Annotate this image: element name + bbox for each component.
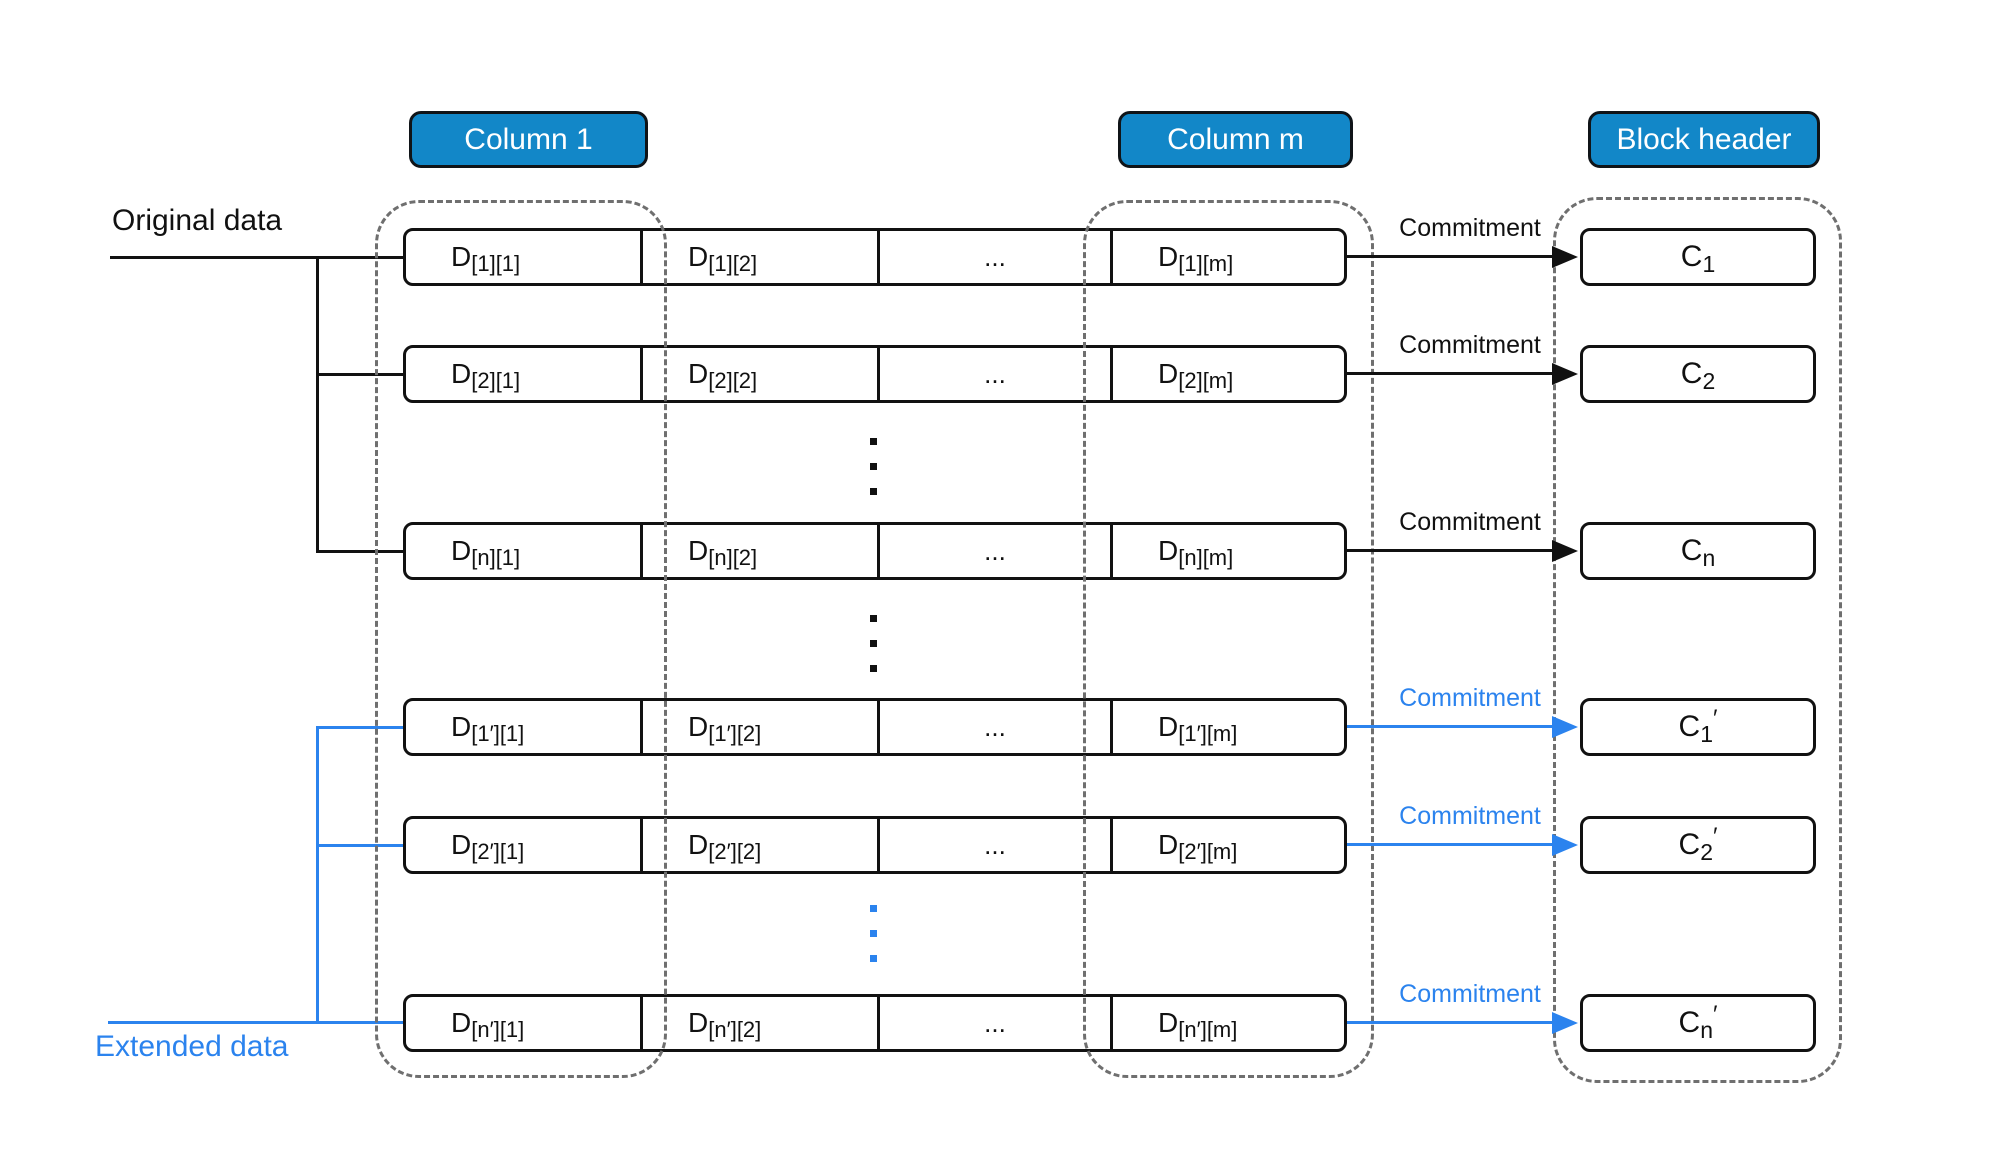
cell-d-1p-2: D[1′][2] bbox=[643, 701, 880, 753]
data-row-n: D[n][1] D[n][2] ... D[n][m] bbox=[403, 522, 1347, 580]
block-header-badge: Block header bbox=[1588, 111, 1820, 168]
column-m-badge-label: Column m bbox=[1167, 122, 1304, 156]
cell-d-2p-m: D[2′][m] bbox=[1158, 829, 1238, 864]
data-row-n-prime: D[n′][1] D[n′][2] ... D[n′][m] bbox=[403, 994, 1347, 1052]
commitment-arrow-1p bbox=[1347, 725, 1554, 728]
column-m-dashed-outline bbox=[1083, 200, 1374, 1078]
cell-d-1p-m: D[1′][m] bbox=[1158, 711, 1238, 746]
column-1-badge-label: Column 1 bbox=[464, 122, 593, 156]
cell-d-2-1: D[2][1] bbox=[406, 348, 643, 400]
column-1-badge: Column 1 bbox=[409, 111, 648, 168]
extended-data-trunk-line bbox=[108, 1021, 403, 1024]
column-m-badge: Column m bbox=[1118, 111, 1353, 168]
commitment-arrow-2 bbox=[1347, 372, 1554, 375]
commitment-arrow-np bbox=[1347, 1021, 1554, 1024]
commitment-arrow-n bbox=[1347, 549, 1554, 552]
commitment-label-2: Commitment bbox=[1399, 331, 1541, 359]
commitment-label-n: Commitment bbox=[1399, 508, 1541, 536]
extended-data-branch-vertical bbox=[316, 726, 319, 1024]
original-data-branch-rown bbox=[316, 550, 403, 553]
extended-data-branch-row2p bbox=[316, 844, 403, 847]
cell-d-n-2: D[n][2] bbox=[643, 525, 880, 577]
cell-d-n-m: D[n][m] bbox=[1158, 535, 1234, 570]
cell-d-2-m: D[2][m] bbox=[1158, 358, 1234, 393]
cell-d-1-1: D[1][1] bbox=[406, 231, 643, 283]
commitment-arrowhead-n bbox=[1552, 540, 1578, 562]
cell-d-n-1: D[n][1] bbox=[406, 525, 643, 577]
cell-d-1-ellipsis: ... bbox=[880, 231, 1113, 283]
cell-d-2p-ellipsis: ... bbox=[880, 819, 1113, 871]
cell-d-1p-ellipsis: ... bbox=[880, 701, 1113, 753]
extended-data-label: Extended data bbox=[95, 1030, 289, 1063]
commitment-arrowhead-1 bbox=[1552, 246, 1578, 268]
original-data-branch-vertical bbox=[316, 256, 319, 553]
commitment-arrow-1 bbox=[1347, 255, 1554, 258]
commitment-label-np: Commitment bbox=[1399, 980, 1541, 1008]
cell-d-2p-2: D[2′][2] bbox=[643, 819, 880, 871]
ellipsis-dots-extended bbox=[870, 905, 877, 962]
commitment-label-2p: Commitment bbox=[1399, 802, 1541, 830]
original-data-label: Original data bbox=[112, 204, 283, 237]
commitment-label-1p: Commitment bbox=[1399, 684, 1541, 712]
cell-d-2p-1: D[2′][1] bbox=[406, 819, 643, 871]
column-1-dashed-outline bbox=[375, 200, 667, 1078]
cell-d-np-1: D[n′][1] bbox=[406, 997, 643, 1049]
commitment-arrow-2p bbox=[1347, 843, 1554, 846]
ellipsis-dots-middle bbox=[870, 615, 877, 672]
commitment-arrowhead-2 bbox=[1552, 363, 1578, 385]
commitment-arrowhead-1p bbox=[1552, 716, 1578, 738]
cell-d-1-m: D[1][m] bbox=[1158, 241, 1234, 276]
original-data-branch-row2 bbox=[316, 373, 403, 376]
cell-d-np-m: D[n′][m] bbox=[1158, 1007, 1238, 1042]
cell-d-n-ellipsis: ... bbox=[880, 525, 1113, 577]
original-data-trunk-line bbox=[110, 256, 403, 259]
block-header-badge-label: Block header bbox=[1616, 122, 1792, 156]
block-header-dashed-outline bbox=[1553, 197, 1842, 1083]
ellipsis-dots-original bbox=[870, 438, 877, 495]
cell-d-2-ellipsis: ... bbox=[880, 348, 1113, 400]
extended-data-branch-row1p bbox=[316, 726, 403, 729]
data-row-1: D[1][1] D[1][2] ... D[1][m] bbox=[403, 228, 1347, 286]
cell-d-np-2: D[n′][2] bbox=[643, 997, 880, 1049]
cell-d-1p-1: D[1′][1] bbox=[406, 701, 643, 753]
commitment-arrowhead-np bbox=[1552, 1012, 1578, 1034]
data-row-1-prime: D[1′][1] D[1′][2] ... D[1′][m] bbox=[403, 698, 1347, 756]
commitment-arrowhead-2p bbox=[1552, 834, 1578, 856]
data-row-2: D[2][1] D[2][2] ... D[2][m] bbox=[403, 345, 1347, 403]
data-row-2-prime: D[2′][1] D[2′][2] ... D[2′][m] bbox=[403, 816, 1347, 874]
cell-d-np-ellipsis: ... bbox=[880, 997, 1113, 1049]
commitment-label-1: Commitment bbox=[1399, 214, 1541, 242]
cell-d-2-2: D[2][2] bbox=[643, 348, 880, 400]
cell-d-1-2: D[1][2] bbox=[643, 231, 880, 283]
